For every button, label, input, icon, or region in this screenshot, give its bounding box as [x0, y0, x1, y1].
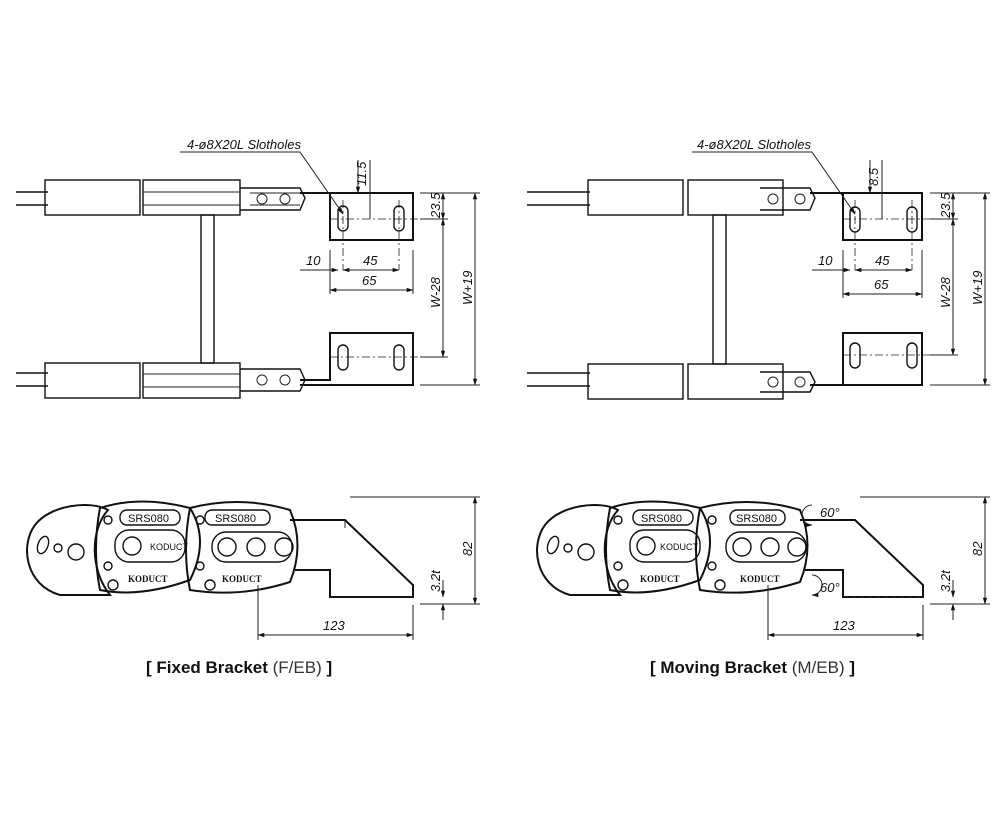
- moving-brand-1b: KODUCT: [640, 574, 680, 584]
- fixed-slothole-label: 4-ø8X20L Slotholes: [187, 137, 301, 152]
- fixed-dim-slot-offset: 11.5: [354, 161, 369, 186]
- fixed-dim-outer: W+19: [460, 271, 475, 305]
- moving-angle-top: 60°: [820, 505, 840, 520]
- fixed-model-2: SRS080: [215, 513, 256, 525]
- moving-dim-slot-offset: 8.5: [866, 167, 881, 186]
- moving-dim-gap: 10: [818, 253, 833, 268]
- moving-dim-edge: 23.5: [938, 192, 953, 219]
- moving-angle-bottom: 60°: [820, 580, 840, 595]
- fixed-caption-title: Fixed Bracket: [156, 658, 268, 677]
- fixed-dim-gap: 10: [306, 253, 321, 268]
- fixed-side-view: KODUCT SRS080 KODUCT SRS080 KODUCT 82 3.…: [26, 496, 480, 640]
- moving-model-1: SRS080: [641, 513, 682, 525]
- fixed-dim-inner: W-28: [428, 276, 443, 308]
- moving-side-view: KODUCT SRS080 KODUCT SRS080 KODUCT 60° 6…: [536, 496, 990, 640]
- moving-bracket-caption: [ Moving Bracket (M/EB) ]: [650, 658, 855, 678]
- moving-top-view: 4-ø8X20L Slotholes 8.5 23.5 10 45 65 W-2…: [527, 137, 990, 400]
- moving-dim-inner: W-28: [938, 276, 953, 308]
- fixed-brand-2: KODUCT: [222, 574, 262, 584]
- moving-dim-height: 82: [970, 541, 985, 556]
- fixed-top-view: 4-ø8X20L Slotholes 11.5 23.5 10 45 65 W-…: [16, 137, 480, 399]
- fixed-dim-height: 82: [460, 541, 475, 556]
- fixed-model-1: SRS080: [128, 513, 169, 525]
- moving-caption-close: ]: [844, 658, 855, 677]
- fixed-dim-width: 65: [362, 273, 377, 288]
- moving-dim-length: 123: [833, 618, 855, 633]
- moving-slothole-label: 4-ø8X20L Slotholes: [697, 137, 811, 152]
- moving-brand-1: KODUCT: [660, 542, 699, 552]
- moving-dim-thickness: 3.2t: [938, 569, 953, 592]
- fixed-dim-length: 123: [323, 618, 345, 633]
- fixed-dim-thickness: 3.2t: [428, 569, 443, 592]
- moving-dim-width: 65: [874, 277, 889, 292]
- moving-caption-open: [: [650, 658, 661, 677]
- moving-model-2: SRS080: [736, 513, 777, 525]
- fixed-dim-pitch: 45: [363, 253, 378, 268]
- fixed-bracket-caption: [ Fixed Bracket (F/EB) ]: [146, 658, 332, 678]
- fixed-caption-code: (F/EB): [272, 658, 322, 677]
- fixed-dim-edge: 23.5: [428, 192, 443, 219]
- moving-dim-pitch: 45: [875, 253, 890, 268]
- fixed-caption-close: ]: [321, 658, 333, 677]
- moving-brand-2: KODUCT: [740, 574, 780, 584]
- moving-caption-title: Moving Bracket: [660, 658, 787, 677]
- moving-dim-outer: W+19: [970, 271, 985, 305]
- moving-caption-code: (M/EB): [791, 658, 845, 677]
- fixed-brand-1b: KODUCT: [128, 574, 168, 584]
- fixed-caption-open: [: [146, 658, 157, 677]
- fixed-brand-1: KODUCT: [150, 542, 189, 552]
